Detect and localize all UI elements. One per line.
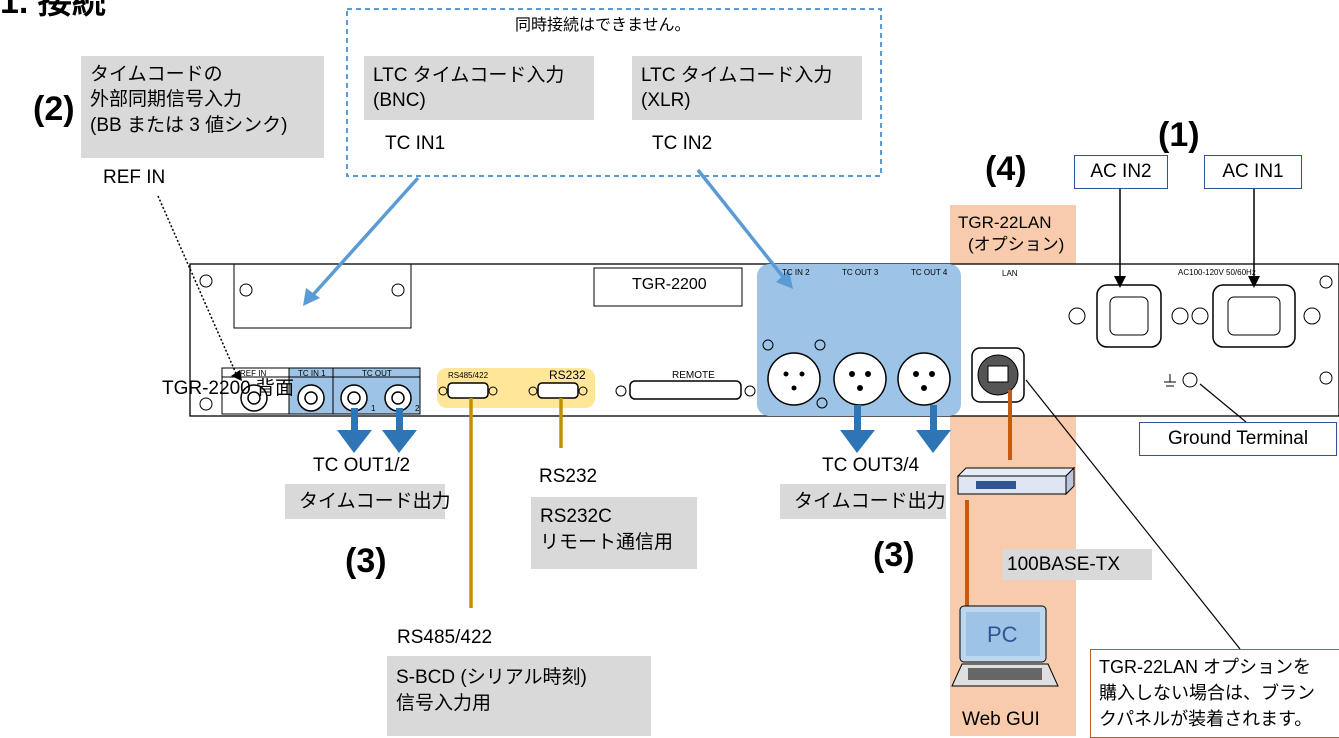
xlr-tc-out4	[897, 352, 951, 406]
tc-output-box-b: タイムコード出力	[780, 484, 946, 519]
lan-note-line1: TGR-22LAN オプションを	[1099, 657, 1312, 677]
sbcd-line2: 信号入力用	[396, 693, 492, 714]
tc-output-box-a: タイムコード出力	[285, 484, 451, 519]
ref-in-label: REF IN	[103, 167, 166, 188]
ref-desc-line2: 外部同期信号入力	[90, 89, 243, 110]
model-plate-text: TGR-2200	[632, 276, 707, 293]
lan-note-line3: クパネルが装着されます。	[1099, 709, 1313, 729]
label-num-3b: (3)	[873, 536, 915, 574]
label-num-2: (2)	[33, 90, 75, 128]
sbcd-box: S-BCD (シリアル時刻) 信号入力用	[387, 656, 651, 736]
tgr22lan-line2: (オプション)	[968, 235, 1065, 254]
ac-inlet-2	[1096, 284, 1162, 348]
rs232c-line1: RS232C	[540, 506, 612, 527]
tc-out12-label: TC OUT1/2	[313, 455, 411, 476]
screw	[199, 274, 213, 288]
screw	[239, 283, 253, 297]
network-hub	[956, 466, 1076, 496]
lan-note-box: TGR-22LAN オプションを 購入しない場合は、ブラン クパネルが装着されま…	[1090, 649, 1339, 738]
panel-tc-in1: TC IN 1	[298, 369, 326, 378]
panel-tc-in2: TC IN 2	[782, 268, 810, 277]
ltc-bnc-line2: (BNC)	[373, 90, 426, 111]
lan-note-leader	[1025, 379, 1241, 650]
ref-desc-line3: (BB または 3 値シンク)	[90, 115, 288, 136]
rs485-label: RS485/422	[397, 627, 493, 648]
panel-ac-rating: AC100-120V 50/60Hz	[1178, 268, 1256, 277]
ref-in-leader	[157, 195, 239, 379]
db9-rs485	[447, 382, 489, 399]
sbcd-line1: S-BCD (シリアル時刻)	[396, 667, 587, 688]
rs232-label: RS232	[539, 466, 598, 487]
ltc-xlr-line1: LTC タイムコード入力	[641, 65, 833, 86]
ref-desc-box: タイムコードの 外部同期信号入力 (BB または 3 値シンク)	[81, 56, 324, 158]
tc-out34-label: TC OUT3/4	[822, 455, 920, 476]
base-tx-box: 100BASE-TX	[1002, 549, 1152, 580]
rs232c-box: RS232C リモート通信用	[531, 497, 697, 569]
ground-terminal-label: Ground Terminal	[1139, 422, 1337, 456]
ltc-bnc-box: LTC タイムコード入力 (BNC)	[364, 56, 594, 120]
xlr-tc-in2	[767, 352, 821, 406]
label-num-4: (4)	[985, 150, 1027, 188]
pc-label: PC	[987, 622, 1018, 647]
ac-in1-label: AC IN1	[1204, 155, 1302, 189]
web-gui-label: Web GUI	[962, 709, 1040, 730]
ref-desc-line1: タイムコードの	[90, 64, 223, 85]
simultaneous-note: 同時接続はできません。	[515, 17, 691, 34]
tgr22lan-line1: TGR-22LAN	[958, 213, 1052, 232]
tc-output-b: タイムコード出力	[794, 491, 946, 512]
rs232c-line2: リモート通信用	[540, 532, 674, 553]
page-title: 1. 接続	[0, 0, 106, 21]
base-tx-label: 100BASE-TX	[1007, 554, 1120, 575]
simultaneous-note-box	[346, 8, 882, 177]
pc-laptop	[951, 605, 1059, 687]
panel-remote: REMOTE	[672, 370, 715, 381]
db9-rs232	[537, 382, 579, 399]
model-plate	[593, 267, 743, 307]
panel-rs485: RS485/422	[448, 371, 489, 380]
ground-leader	[1199, 383, 1247, 423]
label-num-3a: (3)	[345, 542, 387, 580]
ltc-xlr-line2: (XLR)	[641, 90, 691, 111]
ground-screw	[1182, 372, 1198, 388]
lan-note-line2: 購入しない場合は、ブラン	[1099, 683, 1315, 703]
panel-lan: LAN	[1002, 269, 1018, 278]
ltc-bnc-line1: LTC タイムコード入力	[373, 65, 565, 86]
tc-in2-label: TC IN2	[652, 133, 713, 154]
ac-inlet-1	[1212, 284, 1296, 348]
tc-output-a: タイムコード出力	[299, 491, 451, 512]
panel-tc-out: TC OUT	[362, 369, 392, 378]
panel-out-2: 2	[415, 404, 420, 413]
ltc-xlr-box: LTC タイムコード入力 (XLR)	[632, 56, 862, 120]
panel-tc-out3: TC OUT 3	[842, 268, 879, 277]
panel-rs232: RS232	[549, 368, 586, 382]
top-blank-plate	[233, 263, 412, 329]
db25-remote	[629, 380, 742, 400]
xlr-tc-out3	[833, 352, 887, 406]
ac-in2-label: AC IN2	[1074, 155, 1168, 189]
panel-ref-in: REF IN	[240, 369, 267, 378]
panel-out-1: 1	[371, 404, 376, 413]
panel-tc-out4: TC OUT 4	[911, 268, 948, 277]
rear-label: TGR-2200 背面	[162, 378, 294, 399]
tc-in1-label: TC IN1	[385, 133, 446, 154]
label-num-1: (1)	[1158, 116, 1200, 154]
